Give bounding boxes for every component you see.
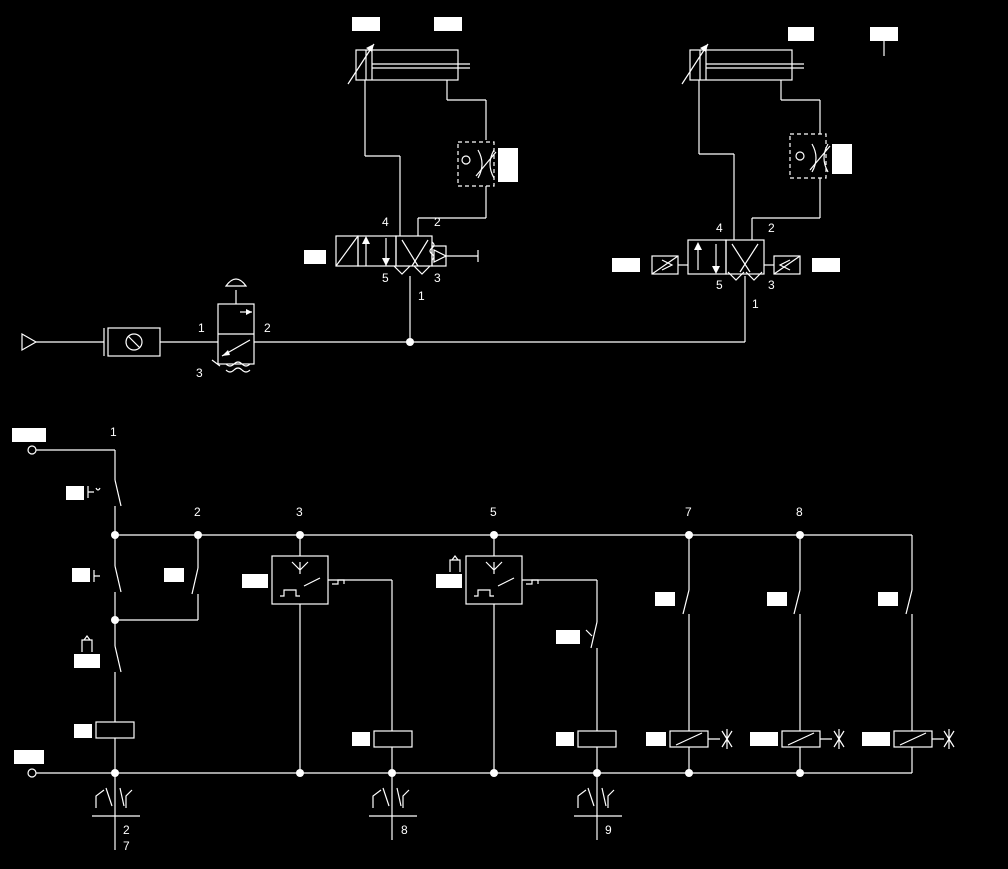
rung-5-proximity-sensor [436,535,617,777]
main-supply-line [254,276,746,346]
negative-rail [14,750,912,778]
rung-8-solenoid [750,535,845,777]
top-rail-label: 1 [110,425,117,439]
flow-control-right [751,133,852,240]
rung-1 [66,479,198,777]
contact-table-2: 8 [369,773,417,840]
rung-7-solenoid [646,535,733,777]
contact-table-1: 2 7 [92,773,140,853]
rung-number-2: 2 [194,505,201,519]
air-supply-source [21,332,104,352]
distribution-bus: 2 3 5 7 8 [111,505,912,539]
rung-3-proximity-sensor [242,535,413,777]
rung-2 [164,535,199,620]
service-valve-port-3: 3 [196,366,203,380]
valve-left-port-2: 2 [434,215,441,229]
manual-service-valve: 1 2 3 [196,278,271,380]
service-valve-port-1: 1 [198,321,205,335]
flow-control-left [417,141,518,236]
valve-left-port-3: 3 [434,271,441,285]
cylinder-left [347,17,487,236]
valve-left-port-5: 5 [382,271,389,285]
contact-ref-2: 2 [123,823,130,837]
filter-unit [103,327,218,357]
positive-rail: 1 [12,425,117,480]
contact-ref-9: 9 [605,823,612,837]
rung-9-solenoid [862,535,955,773]
contact-table-3: 9 [574,773,622,840]
electrical-ladder: 1 2 3 5 7 8 [12,425,955,853]
valve-right-port-1: 1 [752,297,759,311]
valve-right-port-5: 5 [716,278,723,292]
valve-right-port-4: 4 [716,221,723,235]
valve-right-port-3: 3 [768,278,775,292]
valve-left-port-4: 4 [382,215,389,229]
contact-ref-7: 7 [123,839,130,853]
rung-number-5: 5 [490,505,497,519]
service-valve-port-2: 2 [264,321,271,335]
cylinder-right [681,27,898,240]
valve-left-port-1: 1 [418,289,425,303]
valve-right-port-2: 2 [768,221,775,235]
valve-left: 4 2 5 3 1 [304,215,479,303]
contact-ref-8: 8 [401,823,408,837]
pneumatic-circuit: 1 2 3 [21,17,898,380]
valve-right: 4 2 5 3 1 [612,221,840,311]
rung-number-3: 3 [296,505,303,519]
rung-number-7: 7 [685,505,692,519]
rung-number-8: 8 [796,505,803,519]
